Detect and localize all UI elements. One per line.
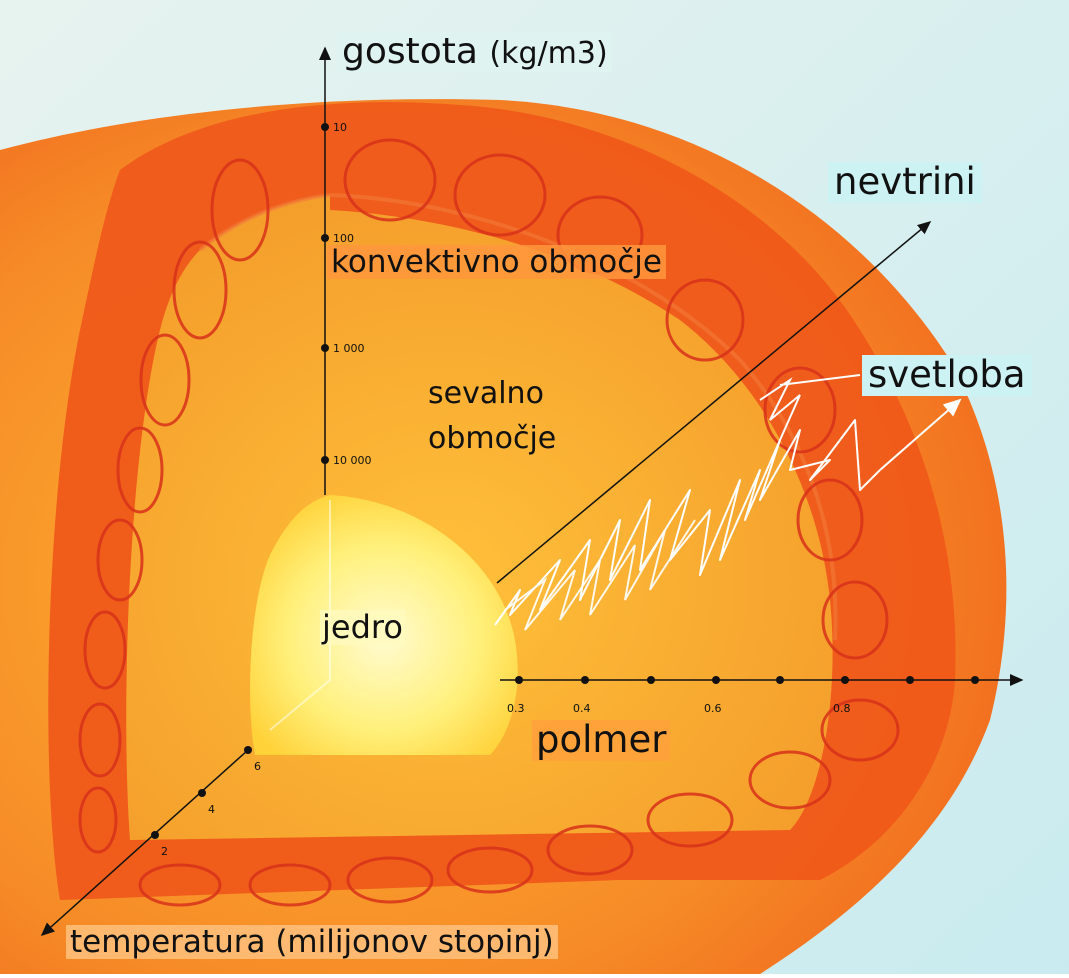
density-tick-label: 10 000	[333, 454, 372, 467]
radius-tick-label: 0.4	[573, 702, 591, 715]
density-axis-unit: (kg/m3)	[489, 36, 607, 71]
radius-tick-dot	[971, 676, 979, 684]
radiative-zone-label-line1: sevalno	[428, 377, 544, 410]
temperature-tick-dot	[244, 746, 252, 754]
density-tick-dot	[321, 123, 329, 131]
temperature-tick-label: 4	[208, 803, 215, 816]
temperature-tick-dot	[151, 831, 159, 839]
convective-zone-label: konvektivno območje	[327, 245, 666, 279]
density-axis-label: gostota	[342, 31, 478, 72]
radius-tick-label: 0.8	[833, 702, 851, 715]
radius-tick-dot	[776, 676, 784, 684]
temperature-tick-dot	[198, 789, 206, 797]
light-label: svetloba	[862, 355, 1032, 396]
density-tick-label: 10	[333, 121, 347, 134]
density-tick-dot	[321, 456, 329, 464]
radius-tick-dot	[841, 676, 849, 684]
radius-tick-dot	[712, 676, 720, 684]
radius-tick-dot	[515, 676, 523, 684]
density-tick-label: 1 000	[333, 342, 365, 355]
radius-tick-dot	[581, 676, 589, 684]
temperature-axis-label: temperatura (milijonov stopinj)	[66, 925, 558, 959]
radius-tick-label: 0.3	[507, 702, 525, 715]
radius-tick-label: 0.6	[704, 702, 722, 715]
core-label: jedro	[320, 610, 405, 645]
density-tick-dot	[321, 234, 329, 242]
radius-axis-label: polmer	[532, 720, 670, 761]
temperature-tick-label: 6	[254, 760, 261, 773]
neutrinos-label: nevtrini	[828, 162, 982, 203]
radius-tick-dot	[647, 676, 655, 684]
radiative-zone-label-line2: območje	[428, 422, 556, 455]
temperature-tick-label: 2	[161, 845, 168, 858]
density-tick-dot	[321, 344, 329, 352]
radius-tick-dot	[906, 676, 914, 684]
density-axis-title: gostota (kg/m3)	[338, 32, 612, 72]
